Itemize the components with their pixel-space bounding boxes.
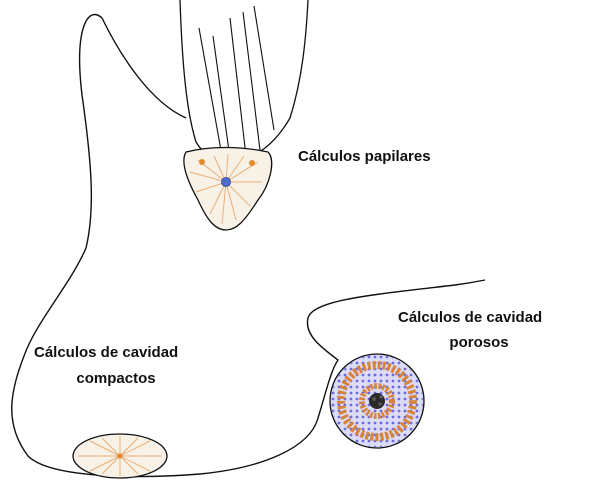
label-papillary-stones: Cálculos papilares	[298, 148, 431, 165]
papilla-duct-5	[254, 6, 274, 130]
papillary-right-dot	[249, 160, 255, 166]
label-porous-stones-line1: Cálculos de cavidad	[398, 309, 542, 326]
compact-nucleus-dot	[118, 454, 123, 459]
papillary-nucleus-dot	[222, 178, 231, 187]
papillary-stone	[184, 148, 272, 231]
label-compact-stones-line1: Cálculos de cavidad	[34, 344, 178, 361]
papilla-duct-2	[213, 36, 230, 158]
label-compact-stones-line2: compactos	[76, 370, 155, 387]
papilla-duct-3	[230, 18, 246, 156]
label-porous-stones-line2: porosos	[449, 334, 508, 351]
papillary-left-dot	[199, 159, 205, 165]
compact-stone	[73, 434, 167, 478]
papilla-duct-4	[243, 12, 260, 150]
papilla-duct-1	[199, 28, 222, 156]
porous-stone	[330, 354, 424, 448]
